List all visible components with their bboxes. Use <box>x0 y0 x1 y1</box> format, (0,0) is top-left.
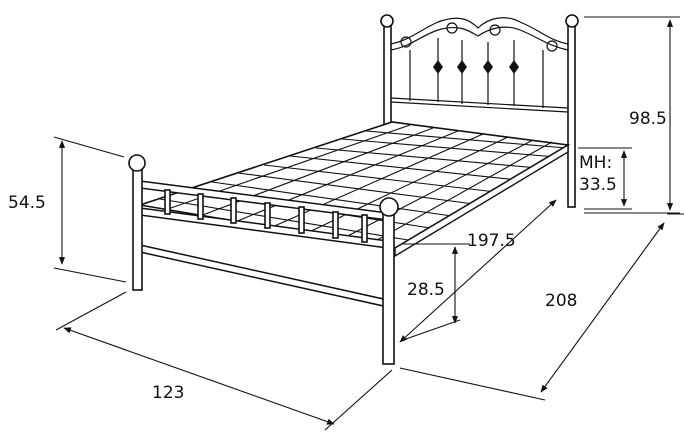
headboard-left-finial <box>380 14 394 28</box>
headboard <box>380 14 579 208</box>
label-mattress-height: 33.5 <box>579 175 617 195</box>
label-under-clearance: 28.5 <box>407 280 445 300</box>
headboard-ornament <box>433 60 443 74</box>
dim-headboard-height <box>584 16 680 214</box>
footboard-right-finial <box>379 197 399 217</box>
headboard-left-post <box>383 23 392 137</box>
headboard-right-finial <box>565 14 579 28</box>
dim-total-width <box>55 291 393 431</box>
footboard <box>128 154 399 365</box>
label-total-length: 208 <box>545 291 577 311</box>
dim-total-length <box>399 213 684 401</box>
label-inner-length: 197.5 <box>467 231 516 251</box>
footboard-left-post <box>132 167 143 291</box>
label-headboard-height: 98.5 <box>629 109 667 129</box>
label-mattress-height-prefix: MH: <box>579 153 612 173</box>
dim-inner-length <box>399 199 557 343</box>
dim-mattress-height <box>578 147 632 210</box>
label-total-width: 123 <box>152 383 184 403</box>
footboard-left-finial <box>128 154 146 172</box>
dim-footboard-height <box>53 136 127 283</box>
headboard-arch <box>390 17 569 45</box>
footboard-right-post <box>382 211 395 365</box>
label-footboard-height: 54.5 <box>8 193 46 213</box>
headboard-right-post <box>567 23 576 208</box>
